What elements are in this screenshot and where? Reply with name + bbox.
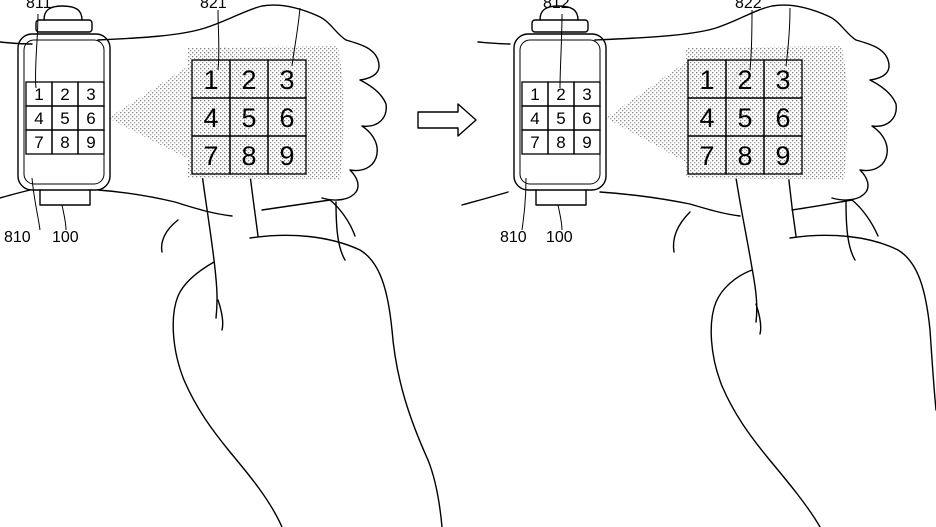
leader-right-projection [785, 7, 791, 67]
right-arrow-icon [417, 103, 477, 137]
proj-key-6: 6 [279, 103, 294, 133]
watch-key-1: 1 [34, 85, 43, 104]
watch-key-2: 2 [556, 85, 565, 104]
proj-key-5: 5 [241, 103, 256, 133]
proj-key-9: 9 [775, 141, 790, 171]
label-812: 812 [543, 0, 570, 12]
proj-key-7: 7 [699, 141, 714, 171]
left-watch [17, 5, 111, 206]
proj-key-3: 3 [279, 65, 294, 95]
watch-key-8: 8 [60, 133, 69, 152]
proj-key-3: 3 [775, 65, 790, 95]
left-arm-outline [0, 4, 387, 261]
label-100-left: 100 [52, 229, 79, 246]
leader-810-left [31, 177, 41, 231]
watch-key-cell [573, 129, 601, 155]
proj-key-2: 2 [241, 65, 256, 95]
proj-key-7: 7 [203, 141, 218, 171]
proj-key-8: 8 [737, 141, 752, 171]
watch-key-9: 9 [582, 133, 591, 152]
watch-key-5: 5 [556, 109, 565, 128]
left-projection-area [188, 46, 344, 180]
watch-key-2: 2 [60, 85, 69, 104]
watch-key-5: 5 [60, 109, 69, 128]
leader-100-right [557, 204, 563, 231]
label-822: 822 [735, 0, 762, 12]
watch-key-9: 9 [86, 133, 95, 152]
proj-key-cell [763, 135, 803, 175]
label-810-right: 810 [500, 229, 527, 246]
label-811: 811 [26, 0, 52, 12]
proj-key-1: 1 [699, 65, 714, 95]
label-821: 821 [200, 0, 227, 12]
leader-812 [559, 13, 563, 89]
watch-key-3: 3 [582, 85, 591, 104]
leader-822 [749, 9, 753, 71]
label-810-left: 810 [4, 229, 31, 246]
proj-key-4: 4 [203, 103, 218, 133]
proj-key-4: 4 [699, 103, 714, 133]
right-projection-beam [606, 52, 700, 170]
watch-key-1: 1 [530, 85, 539, 104]
left-projection-beam [108, 52, 210, 170]
proj-key-6: 6 [775, 103, 790, 133]
watch-key-4: 4 [530, 109, 539, 128]
leader-left-projection [291, 7, 301, 67]
leader-810-right [521, 177, 527, 231]
proj-key-1: 1 [203, 65, 218, 95]
watch-key-8: 8 [556, 133, 565, 152]
leader-100-left [61, 204, 67, 231]
watch-key-3: 3 [86, 85, 95, 104]
proj-key-2: 2 [737, 65, 752, 95]
label-100-right: 100 [546, 229, 573, 246]
proj-key-8: 8 [241, 141, 256, 171]
leader-821 [217, 9, 220, 71]
watch-key-7: 7 [34, 133, 43, 152]
watch-key-6: 6 [86, 109, 95, 128]
proj-key-9: 9 [279, 141, 294, 171]
proj-key-cell [267, 135, 307, 175]
watch-key-7: 7 [530, 133, 539, 152]
proj-key-5: 5 [737, 103, 752, 133]
watch-key-4: 4 [34, 109, 43, 128]
watch-key-cell [77, 129, 105, 155]
watch-key-6: 6 [582, 109, 591, 128]
